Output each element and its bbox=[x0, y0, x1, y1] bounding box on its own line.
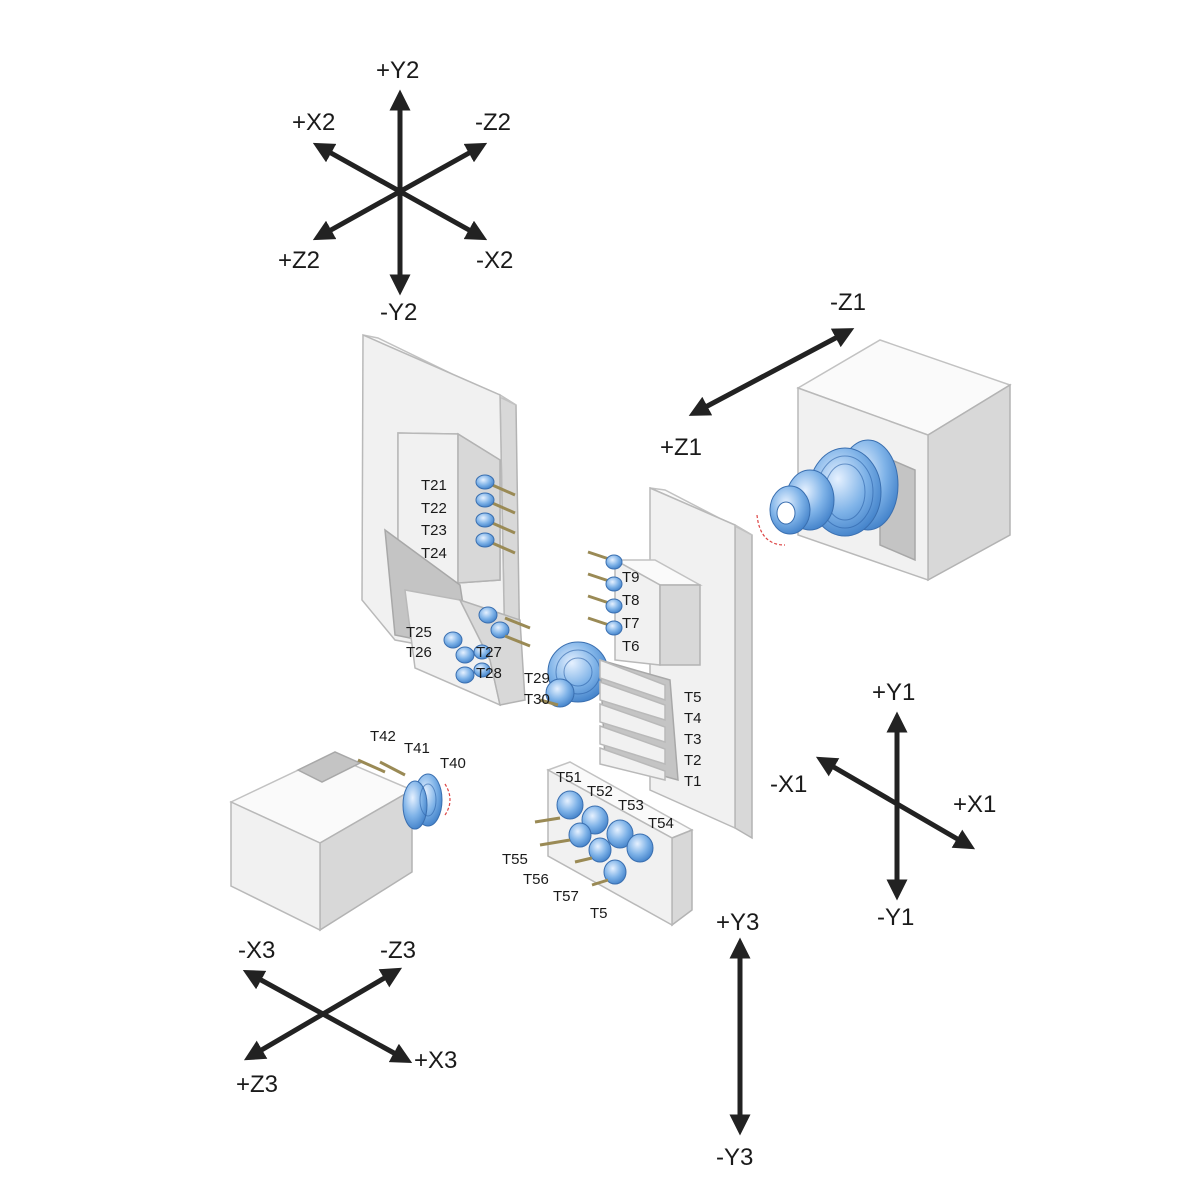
label-pos-z2: +Z2 bbox=[278, 247, 320, 274]
axis-group-y3: +Y3 -Y3 bbox=[716, 909, 759, 1171]
driven-tool-t29-t30 bbox=[539, 641, 609, 708]
tool-label-t40: T40 bbox=[440, 755, 466, 772]
tool-label-t5-lower: T5 bbox=[590, 905, 608, 922]
tool-label-t57: T57 bbox=[553, 888, 579, 905]
tool-label-t25: T25 bbox=[406, 624, 432, 641]
axis-arrow-z2 bbox=[312, 142, 488, 241]
tool-label-t28: T28 bbox=[476, 665, 502, 682]
tool-label-t51: T51 bbox=[556, 769, 582, 786]
axis-arrow-x3 bbox=[242, 969, 413, 1064]
label-neg-x1: -X1 bbox=[770, 771, 807, 798]
tool-label-t4: T4 bbox=[684, 710, 702, 727]
tool-label-t42: T42 bbox=[370, 728, 396, 745]
axis-group-turret2: +Y2 -Y2 +X2 -Z2 +Z2 -X2 bbox=[278, 57, 513, 326]
upper-turret-body bbox=[361, 333, 526, 707]
tool-label-t27: T27 bbox=[476, 644, 502, 661]
spindle1-headstock bbox=[756, 339, 1012, 582]
tool-label-t8: T8 bbox=[622, 592, 640, 609]
tool-labels-upper-left: T21 T22 T23 T24 T25 T26 T27 T28 T29 T30 bbox=[406, 477, 550, 708]
tool-label-t1: T1 bbox=[684, 773, 702, 790]
axis-arrow-z3 bbox=[243, 967, 403, 1061]
tool-labels-left-block: T42 T41 T40 bbox=[370, 728, 466, 772]
tool-label-t53: T53 bbox=[618, 797, 644, 814]
axis-group-turret1: +Y1 -Y1 -X1 +X1 bbox=[770, 679, 996, 931]
tool-holders-t6-t9 bbox=[587, 550, 623, 636]
tool-label-t6: T6 bbox=[622, 638, 640, 655]
label-pos-x1: +X1 bbox=[953, 791, 996, 818]
axis-group-spindle1: -Z1 +Z1 bbox=[660, 289, 866, 461]
tool-label-t56: T56 bbox=[523, 871, 549, 888]
tool-label-t26: T26 bbox=[406, 644, 432, 661]
tool-holders-t25-t28 bbox=[443, 606, 531, 684]
tool-label-t7: T7 bbox=[622, 615, 640, 632]
axis-arrow-x1 bbox=[815, 756, 976, 850]
axis-group-turret3: -X3 -Z3 +X3 +Z3 bbox=[236, 937, 457, 1098]
label-neg-y1: -Y1 bbox=[877, 904, 914, 931]
label-neg-x2: -X2 bbox=[476, 247, 513, 274]
label-neg-z2: -Z2 bbox=[475, 109, 511, 136]
label-pos-z1: +Z1 bbox=[660, 434, 702, 461]
label-pos-y3: +Y3 bbox=[716, 909, 759, 936]
label-neg-y3: -Y3 bbox=[716, 1144, 753, 1171]
tool-label-t54: T54 bbox=[648, 815, 674, 832]
tool-labels-center: T9 T8 T7 T6 T5 T4 T3 T2 T1 bbox=[622, 569, 702, 790]
tool-label-t21: T21 bbox=[421, 477, 447, 494]
tool-label-t41: T41 bbox=[404, 740, 430, 757]
tool-label-t3: T3 bbox=[684, 731, 702, 748]
tool-holders-t21-t24 bbox=[475, 474, 516, 555]
tool-label-t5: T5 bbox=[684, 689, 702, 706]
axis-arrow-z1 bbox=[688, 328, 855, 416]
label-neg-y2: -Y2 bbox=[380, 299, 417, 326]
tool-label-t55: T55 bbox=[502, 851, 528, 868]
label-neg-z3: -Z3 bbox=[380, 937, 416, 964]
label-pos-y2: +Y2 bbox=[376, 57, 419, 84]
tool-label-t29: T29 bbox=[524, 670, 550, 687]
label-pos-y1: +Y1 bbox=[872, 679, 915, 706]
tool-label-t23: T23 bbox=[421, 522, 447, 539]
label-pos-x2: +X2 bbox=[292, 109, 335, 136]
label-pos-z3: +Z3 bbox=[236, 1071, 278, 1098]
tool-label-t52: T52 bbox=[587, 783, 613, 800]
tool-label-t24: T24 bbox=[421, 545, 447, 562]
lower-tool-block bbox=[534, 761, 694, 927]
tool-labels-lower-block: T51 T52 T53 T54 T55 T56 T57 T5 bbox=[502, 769, 674, 922]
tool-label-t30: T30 bbox=[524, 691, 550, 708]
label-neg-z1: -Z1 bbox=[830, 289, 866, 316]
tool-label-t22: T22 bbox=[421, 500, 447, 517]
tool-label-t9: T9 bbox=[622, 569, 640, 586]
label-pos-x3: +X3 bbox=[414, 1047, 457, 1074]
label-neg-x3: -X3 bbox=[238, 937, 275, 964]
center-turret-body bbox=[599, 486, 753, 840]
tool-label-t2: T2 bbox=[684, 752, 702, 769]
turret3-body bbox=[229, 751, 451, 932]
